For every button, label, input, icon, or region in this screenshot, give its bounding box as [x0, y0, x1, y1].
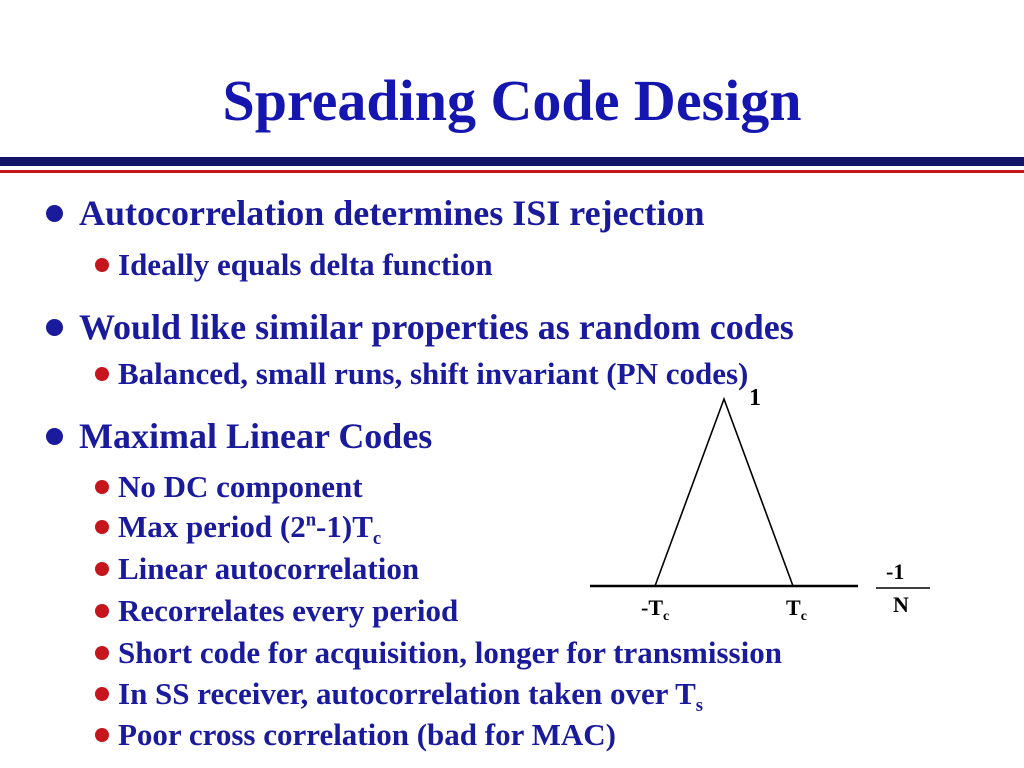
- title-rule-red: [0, 170, 1024, 173]
- bullet-dot-icon: [46, 319, 63, 337]
- subbullet-dot-icon: [95, 366, 109, 381]
- subbullet-text-cont: -1)T: [316, 509, 373, 544]
- bullet-random: Would like similar properties as random …: [46, 307, 794, 347]
- subbullet-text: Balanced, small runs, shift invariant (P…: [118, 356, 749, 391]
- subbullet-cross: Poor cross correlation (bad for MAC): [95, 718, 616, 752]
- subbullet-delta: Ideally equals delta function: [95, 248, 493, 282]
- subbullet-dot-icon: [95, 257, 109, 272]
- subbullet-text: Poor cross correlation (bad for MAC): [118, 717, 616, 752]
- bullet-text: Autocorrelation determines ISI rejection: [79, 193, 705, 233]
- subbullet-text: Recorrelates every period: [118, 593, 459, 628]
- subbullet-short-code: Short code for acquisition, longer for t…: [95, 636, 782, 670]
- bullet-dot-icon: [46, 428, 63, 446]
- fraction-numerator: -1: [886, 559, 904, 584]
- title-rule-navy: [0, 157, 1024, 166]
- triangle-peak: [654, 396, 794, 587]
- right-tick-main: T: [786, 595, 801, 620]
- subbullet-dot-icon: [95, 603, 109, 618]
- subbullet-text: Ideally equals delta function: [118, 247, 493, 282]
- peak-label: 1: [749, 385, 761, 411]
- subbullet-max-period: Max period (2n-1)Tc: [95, 509, 381, 548]
- fraction-denominator: N: [893, 592, 909, 617]
- subbullet-dot-icon: [95, 645, 109, 660]
- subbullet-text: In SS receiver, autocorrelation taken ov…: [118, 676, 696, 711]
- subbullet-ss-receiver: In SS receiver, autocorrelation taken ov…: [95, 676, 703, 715]
- subbullet-no-dc: No DC component: [95, 470, 363, 504]
- left-tick-label: -Tc: [641, 595, 669, 624]
- bullet-maximal: Maximal Linear Codes: [46, 416, 432, 456]
- subbullet-dot-icon: [95, 561, 109, 576]
- subbullet-text: No DC component: [118, 469, 363, 504]
- subbullet-text: Short code for acquisition, longer for t…: [118, 635, 782, 670]
- subbullet-dot-icon: [95, 519, 109, 534]
- superscript-n: n: [305, 509, 317, 531]
- left-tick-main: -T: [641, 595, 663, 620]
- subbullet-balanced: Balanced, small runs, shift invariant (P…: [95, 357, 748, 391]
- slide-title: Spreading Code Design: [222, 68, 802, 133]
- subbullet-text: Linear autocorrelation: [118, 551, 420, 586]
- subscript-c: c: [372, 528, 382, 550]
- right-tick-label: Tc: [786, 595, 807, 624]
- bullet-dot-icon: [46, 205, 63, 223]
- bullet-autocorrelation: Autocorrelation determines ISI rejection: [46, 193, 705, 233]
- subbullet-linear: Linear autocorrelation: [95, 552, 419, 586]
- subscript-s: s: [695, 695, 704, 717]
- subbullet-dot-icon: [95, 686, 109, 701]
- subbullet-dot-icon: [95, 727, 109, 742]
- right-tick-sub: c: [801, 609, 807, 624]
- bullet-text: Maximal Linear Codes: [79, 416, 433, 456]
- bullet-text: Would like similar properties as random …: [79, 307, 794, 347]
- subbullet-text: Max period (2: [118, 509, 306, 544]
- subbullet-dot-icon: [95, 479, 109, 494]
- subbullet-recorrelates: Recorrelates every period: [95, 594, 458, 628]
- left-tick-sub: c: [663, 609, 669, 624]
